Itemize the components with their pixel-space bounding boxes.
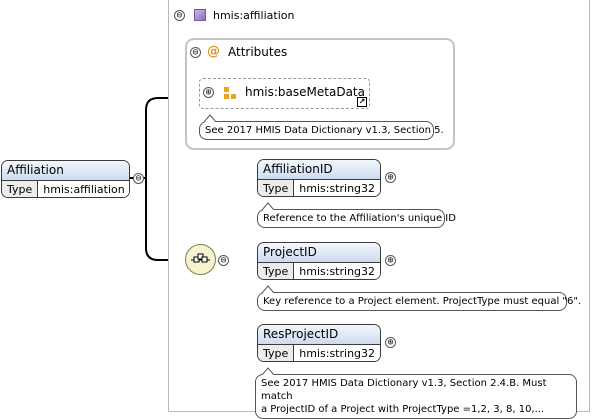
annotation-text: Key reference to a Project element. Proj… — [263, 296, 582, 307]
attribute-annotation: See 2017 HMIS Data Dictionary v1.3, Sect… — [199, 121, 444, 140]
type-value: hmis:string32 — [294, 263, 380, 279]
root-type-label: Type — [2, 181, 39, 197]
element-project-id[interactable]: ProjectID Type hmis:string32 — [257, 242, 381, 280]
expand-res-project-id-toggle[interactable]: ⊕ — [385, 337, 396, 348]
project-id-annotation-tail — [261, 285, 275, 293]
annotation-text: Reference to the Affiliation's unique ID — [263, 213, 456, 224]
expand-attribute-toggle[interactable]: ⊕ — [203, 87, 214, 98]
element-type-row: Type hmis:string32 — [258, 180, 380, 196]
root-element-affiliation[interactable]: Affiliation Type hmis:affiliation — [1, 160, 130, 198]
root-element-name: Affiliation — [2, 161, 129, 181]
expand-project-id-toggle[interactable]: ⊕ — [385, 255, 396, 266]
root-type-value: hmis:affiliation — [38, 181, 129, 197]
element-res-project-id[interactable]: ResProjectID Type hmis:string32 — [257, 324, 381, 362]
collapse-sequence-toggle[interactable]: ⊖ — [218, 255, 229, 266]
collapse-root-toggle[interactable]: ⊖ — [133, 173, 144, 184]
collapse-type-toggle[interactable]: ⊖ — [174, 9, 185, 21]
root-element-type-row: Type hmis:affiliation — [2, 181, 129, 197]
sequence-icon — [191, 253, 210, 263]
attribute-group-icon — [224, 87, 236, 99]
attributes-label: Attributes — [228, 44, 288, 59]
element-name: ResProjectID — [258, 325, 380, 345]
res-project-id-annotation: See 2017 HMIS Data Dictionary v1.3, Sect… — [255, 374, 577, 419]
affiliation-id-annotation-tail — [261, 202, 275, 210]
element-name: ProjectID — [258, 243, 380, 263]
attribute-group-name[interactable]: hmis:baseMetaData — [245, 85, 365, 99]
affiliation-id-annotation: Reference to the Affiliation's unique ID — [257, 209, 456, 228]
res-project-id-annotation-tail — [261, 367, 275, 375]
annotation-line-2: a ProjectID of a Project with ProjectTyp… — [261, 404, 545, 415]
type-label: Type — [258, 180, 295, 196]
attribute-annotation-tail — [203, 114, 217, 122]
attribute-at-icon: @ — [207, 44, 220, 59]
element-type-row: Type hmis:string32 — [258, 263, 380, 279]
type-value: hmis:string32 — [294, 180, 380, 196]
complex-type-header: ⊖ hmis:affiliation — [174, 6, 294, 24]
type-label: Type — [258, 345, 295, 361]
expand-affiliation-id-toggle[interactable]: ⊕ — [385, 172, 396, 183]
type-value: hmis:string32 — [294, 345, 380, 361]
type-label: Type — [258, 263, 295, 279]
collapse-attributes-toggle[interactable]: ⊖ — [190, 47, 201, 58]
attribute-annotation-text: See 2017 HMIS Data Dictionary v1.3, Sect… — [205, 125, 444, 136]
project-id-annotation: Key reference to a Project element. Proj… — [257, 292, 581, 311]
complex-type-icon — [194, 9, 206, 21]
sequence-compositor[interactable] — [185, 244, 216, 275]
reference-link-icon[interactable]: ↗ — [357, 97, 367, 107]
complex-type-name: hmis:affiliation — [213, 8, 295, 22]
annotation-line-1: See 2017 HMIS Data Dictionary v1.3, Sect… — [261, 378, 547, 402]
element-name: AffiliationID — [258, 160, 380, 180]
element-affiliation-id[interactable]: AffiliationID Type hmis:string32 — [257, 159, 381, 197]
attribute-group-ref[interactable] — [199, 78, 370, 109]
element-type-row: Type hmis:string32 — [258, 345, 380, 361]
attributes-header: @ Attributes — [207, 44, 287, 59]
